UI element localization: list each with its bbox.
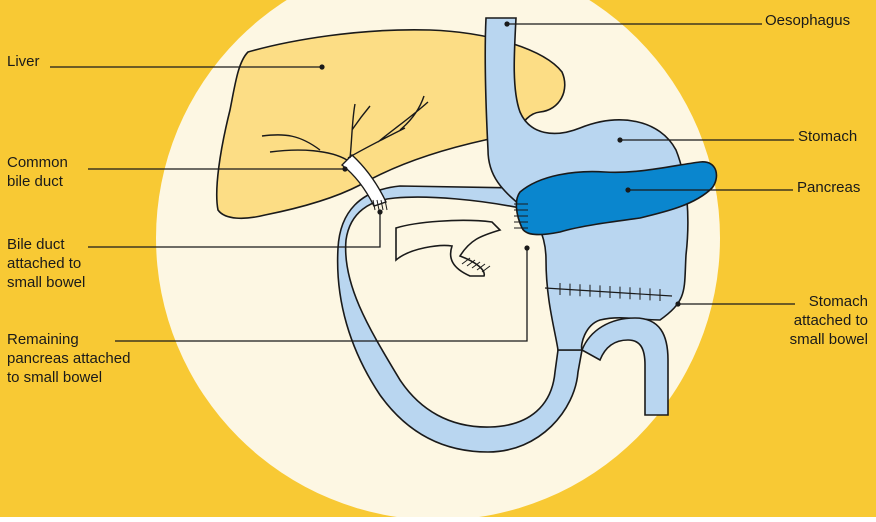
label-liver: Liver bbox=[7, 52, 40, 71]
label-stomach-attached: Stomach attached to small bowel bbox=[790, 292, 868, 349]
leader-remaining-pancreas-dot bbox=[524, 245, 529, 250]
leader-stomach-attached-dot bbox=[675, 301, 680, 306]
leader-stomach-dot bbox=[617, 137, 622, 142]
label-common-bile-duct: Common bile duct bbox=[7, 153, 68, 191]
label-bile-duct-attached: Bile duct attached to small bowel bbox=[7, 235, 85, 292]
label-pancreas: Pancreas bbox=[797, 178, 860, 197]
leader-oesophagus-dot bbox=[504, 21, 509, 26]
label-stomach: Stomach bbox=[798, 127, 857, 146]
label-remaining-pancreas: Remaining pancreas attached to small bow… bbox=[7, 330, 130, 387]
label-oesophagus: Oesophagus bbox=[765, 11, 850, 30]
leader-pancreas-dot bbox=[625, 187, 630, 192]
leader-liver-dot bbox=[319, 64, 324, 69]
leader-bile-duct-attached-dot bbox=[377, 209, 382, 214]
leader-common-bile-duct-dot bbox=[342, 166, 347, 171]
